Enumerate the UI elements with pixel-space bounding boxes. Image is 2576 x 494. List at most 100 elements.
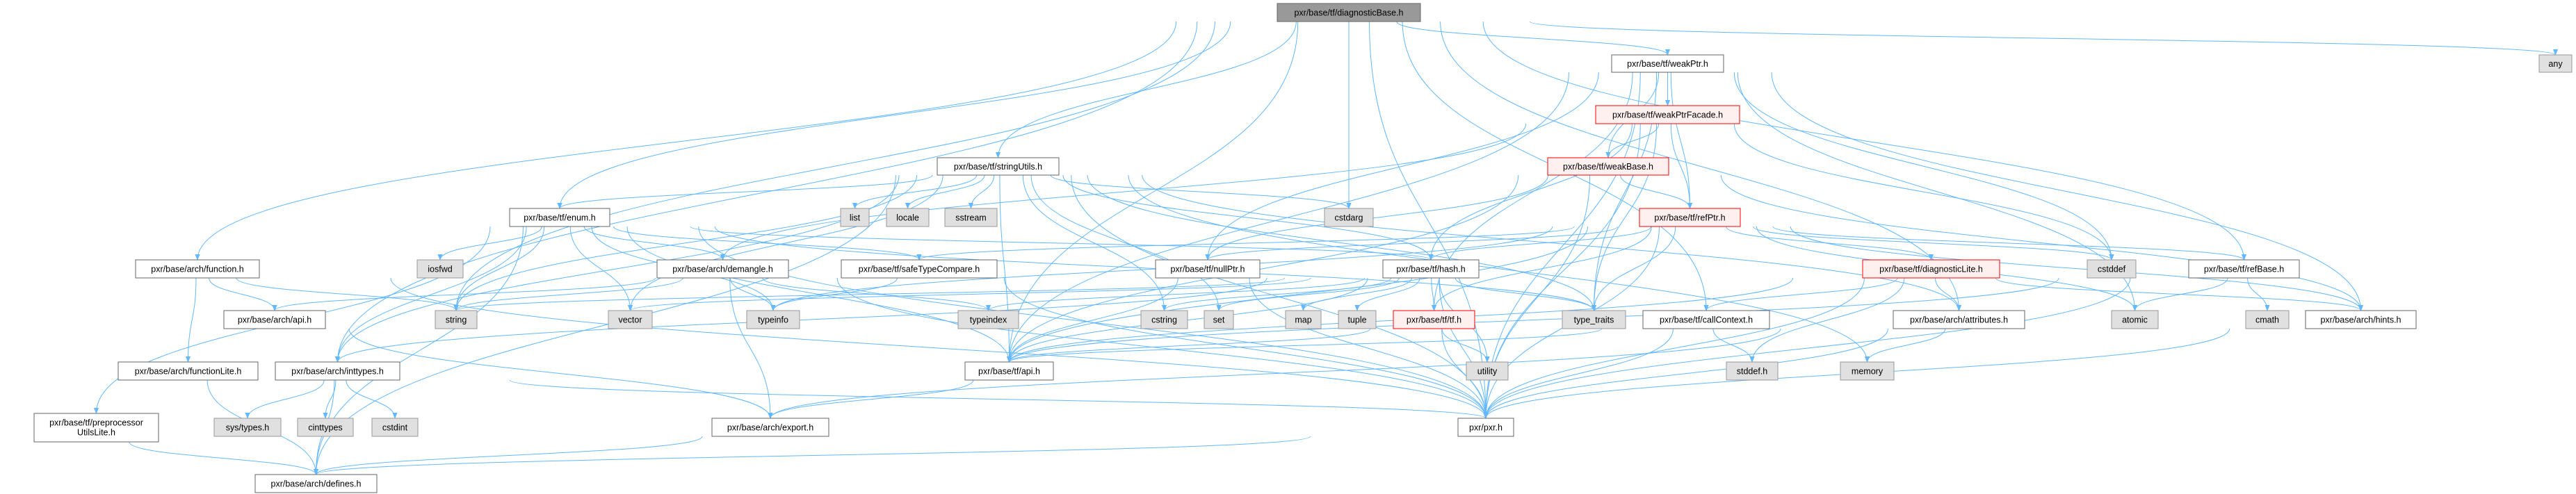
node-box — [957, 310, 1019, 329]
node-defines[interactable]: pxr/base/arch/defines.h — [254, 474, 378, 493]
node-utility: utility — [1466, 361, 1509, 381]
node-label: sys/types.h — [226, 423, 270, 433]
edge-weakPtr-to-tfApi — [1006, 72, 1569, 363]
node-nullPtr[interactable]: pxr/base/tf/nullPtr.h — [1155, 259, 1261, 279]
edge-safeTypeCompare-to-pxr — [1003, 277, 1489, 419]
edge-weakPtrFacade-to-type_traits — [1591, 123, 1658, 311]
node-box — [416, 259, 464, 279]
edge-refPtr-to-hints — [1790, 226, 2363, 311]
edge-stringUtils-to-vector — [627, 174, 943, 311]
edge-weakPtr-to-refPtr — [1670, 72, 1693, 209]
node-box — [886, 208, 930, 227]
node-cstddef: cstddef — [2087, 259, 2137, 279]
node-refPtr[interactable]: pxr/base/tf/refPtr.h — [1639, 208, 1741, 227]
node-hash[interactable]: pxr/base/tf/hash.h — [1382, 259, 1480, 279]
edge-attributes-to-export — [768, 328, 1781, 419]
node-label: pxr/base/arch/export.h — [727, 423, 813, 433]
edge-diagnosticBase-to-refBase — [1482, 21, 2247, 261]
edge-weakBase-to-hints — [1720, 174, 2364, 311]
edge-refBase-to-tfApi — [1007, 277, 2059, 363]
node-box — [1277, 3, 1421, 22]
node-cinttypes: cinttypes — [297, 418, 354, 437]
node-weakPtrFacade[interactable]: pxr/base/tf/weakPtrFacade.h — [1595, 105, 1740, 124]
node-box — [746, 310, 800, 329]
edge-weakPtrFacade-to-cstddef — [1733, 123, 2114, 261]
edge-enum-to-iosfwd — [437, 226, 542, 261]
node-string: string — [435, 310, 478, 329]
node-diagnosticLite[interactable]: pxr/base/tf/diagnosticLite.h — [1862, 259, 2000, 279]
edge-diagnosticBase-to-stringUtils — [995, 21, 1297, 158]
node-refBase[interactable]: pxr/base/tf/refBase.h — [2188, 259, 2300, 279]
node-enum[interactable]: pxr/base/tf/enum.h — [509, 208, 610, 227]
node-box — [1862, 259, 2000, 279]
node-functionLite[interactable]: pxr/base/arch/functionLite.h — [118, 361, 259, 381]
node-callContext[interactable]: pxr/base/tf/callContext.h — [1642, 310, 1770, 329]
edge-refBase-to-atomic — [2132, 277, 2228, 311]
node-box — [937, 157, 1060, 176]
edge-hash-to-type_traits — [1455, 277, 1597, 311]
edge-hash-to-cstring — [1162, 277, 1391, 311]
edge-tf-to-utility — [1441, 328, 1490, 363]
node-label: locale — [896, 213, 919, 223]
node-export[interactable]: pxr/base/arch/export.h — [711, 418, 829, 437]
node-demangle[interactable]: pxr/base/arch/demangle.h — [656, 259, 789, 279]
edge-stringUtils-to-memory — [1128, 174, 1870, 363]
edge-hash-to-tuple — [1354, 277, 1420, 311]
edge-inttypes-to-cinttypes — [323, 379, 337, 419]
edge-enum-to-type_traits — [714, 226, 1596, 311]
node-box — [254, 474, 378, 493]
node-cstring: cstring — [1140, 310, 1188, 329]
node-label: pxr/base/tf/diagnosticBase.h — [1294, 8, 1403, 18]
node-tf[interactable]: pxr/base/tf/tf.h — [1393, 310, 1475, 329]
node-weakBase[interactable]: pxr/base/tf/weakBase.h — [1547, 157, 1669, 176]
edge-function-to-archApi — [209, 277, 277, 311]
node-inttypes[interactable]: pxr/base/arch/inttypes.h — [275, 361, 400, 381]
node-label: pxr/base/tf/tf.h — [1407, 315, 1461, 325]
node-box — [2538, 54, 2573, 73]
node-safeTypeCompare[interactable]: pxr/base/tf/safeTypeCompare.h — [841, 259, 998, 279]
edge-weakPtrFacade-to-demangle — [720, 123, 1527, 261]
node-label: iosfwd — [428, 265, 452, 274]
node-diagnosticBase[interactable]: pxr/base/tf/diagnosticBase.h — [1277, 3, 1421, 22]
node-label: pxr/base/tf/nullPtr.h — [1170, 265, 1245, 274]
edge-attributes-to-pxr — [1483, 328, 1888, 419]
node-weakPtr[interactable]: pxr/base/tf/weakPtr.h — [1611, 54, 1724, 73]
edge-weakPtr-to-cstddef — [1733, 72, 2114, 261]
node-function[interactable]: pxr/base/arch/function.h — [135, 259, 260, 279]
edge-weakPtr-to-hints — [1771, 72, 2364, 311]
node-hints[interactable]: pxr/base/arch/hints.h — [2305, 310, 2417, 329]
edge-inttypes-to-pxr — [509, 379, 1489, 419]
node-label: any — [2548, 59, 2563, 69]
node-tfApi[interactable]: pxr/base/tf/api.h — [964, 361, 1054, 381]
edge-hash-to-vector — [628, 277, 1311, 311]
node-stringUtils[interactable]: pxr/base/tf/stringUtils.h — [937, 157, 1060, 176]
node-type_traits: type_traits — [1562, 310, 1626, 329]
edge-refPtr-to-safeTypeCompare — [916, 226, 1575, 261]
node-box — [2111, 310, 2159, 329]
node-pxr[interactable]: pxr/pxr.h — [1457, 418, 1514, 437]
node-box — [2245, 310, 2290, 329]
node-box — [509, 208, 610, 227]
edge-hash-to-tfApi — [1006, 277, 1368, 363]
edge-weakBase-to-refPtr — [1620, 174, 1693, 209]
edge-diagnosticBase-to-inttypes — [334, 21, 1198, 363]
node-box — [135, 259, 260, 279]
node-label: pxr/base/tf/hash.h — [1396, 265, 1465, 274]
node-box — [711, 418, 829, 437]
node-box — [297, 418, 354, 437]
edge-nullPtr-to-pxr — [1249, 277, 1489, 419]
node-tuple: tuple — [1338, 310, 1377, 329]
node-box — [2305, 310, 2417, 329]
node-box — [1893, 310, 2025, 329]
edge-enum-to-string — [453, 226, 545, 311]
node-attributes[interactable]: pxr/base/arch/attributes.h — [1893, 310, 2025, 329]
edge-hash-to-set — [1216, 277, 1400, 311]
node-cmath: cmath — [2245, 310, 2290, 329]
node-archApi[interactable]: pxr/base/arch/api.h — [223, 310, 326, 329]
edge-stringUtils-to-sstream — [968, 174, 995, 209]
edge-hash-to-string — [453, 277, 1286, 311]
node-box — [1382, 259, 1480, 279]
node-label: pxr/base/tf/callContext.h — [1660, 315, 1753, 325]
edge-weakPtrFacade-to-refPtr — [1670, 123, 1693, 209]
